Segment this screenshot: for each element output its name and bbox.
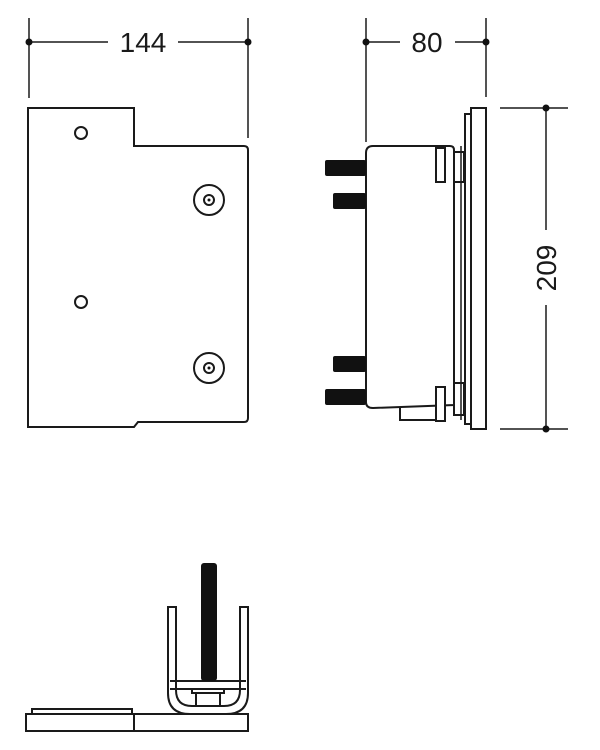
base-slab-right [133, 713, 249, 732]
bolt-4 [325, 389, 366, 405]
bolt-2 [333, 193, 366, 209]
clip-tab-upper [435, 147, 446, 183]
screw-boss-lower [193, 352, 225, 384]
plate-outline [27, 107, 249, 428]
housing-body [365, 145, 455, 410]
screw-boss-upper [193, 184, 225, 216]
outer-plate [470, 107, 487, 430]
base-slab-left [25, 713, 135, 732]
dimension-width: 144 [25, 18, 252, 138]
mounting-hole-middle [74, 295, 88, 309]
spacer-lower [453, 382, 465, 416]
pad [31, 708, 133, 715]
dimension-height: 209 [500, 104, 568, 433]
bottom-foot [399, 408, 436, 421]
washer [191, 688, 225, 694]
dimension-depth: 80 [362, 18, 490, 142]
front-view: 144 [25, 18, 252, 428]
bolt-1 [325, 160, 366, 176]
bolt-3 [333, 356, 366, 372]
side-view: 80 209 [325, 18, 568, 433]
threaded-rod [201, 563, 217, 681]
mounting-hole-top [74, 126, 88, 140]
top-view [25, 563, 249, 732]
spacer-upper [453, 151, 465, 183]
dimension-height-label: 209 [531, 245, 562, 292]
clip-tab-lower [435, 386, 446, 422]
dimension-width-label: 144 [120, 27, 167, 58]
dimension-depth-label: 80 [411, 27, 442, 58]
u-bracket [167, 606, 249, 715]
